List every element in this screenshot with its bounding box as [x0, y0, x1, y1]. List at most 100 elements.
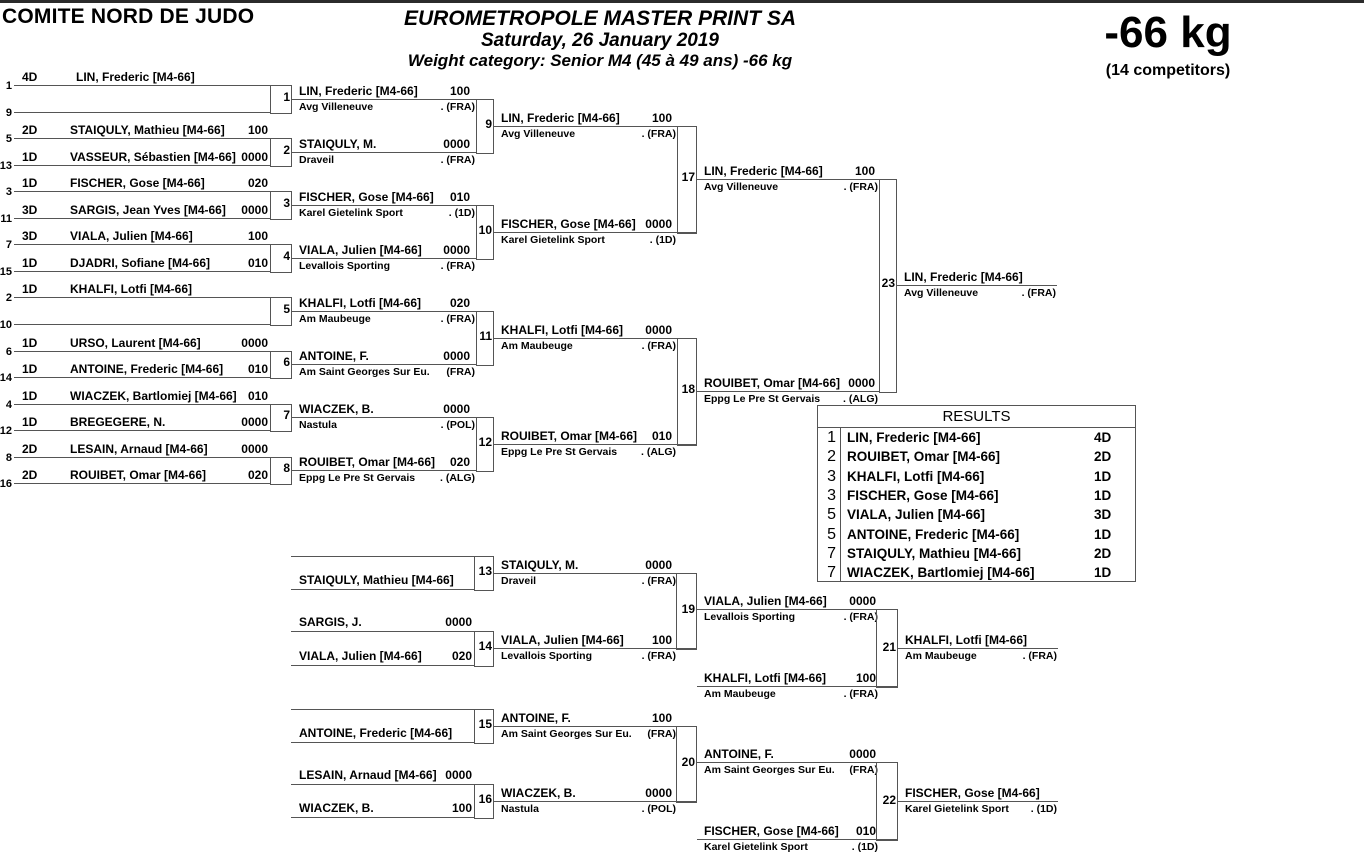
winner-score: 0000 — [645, 558, 672, 572]
winner-score: 100 — [449, 84, 470, 98]
match-number: 3 — [283, 196, 290, 210]
match-number: 10 — [478, 223, 492, 237]
winner-nation: . (ALG) — [641, 446, 676, 458]
winner-club: Am Maubeuge — [299, 313, 371, 325]
winner-name: VIALA, Julien [M4-66] — [704, 594, 827, 608]
winner-line — [494, 726, 696, 727]
winner-club: Avg Villeneuve — [501, 128, 576, 140]
entry-grade: 3D — [22, 229, 38, 243]
seed-number: 12 — [0, 425, 12, 437]
match-number: 14 — [478, 639, 492, 653]
entry-grade: 1D — [22, 150, 38, 164]
winner-club: Eppg Le Pre St Gervais — [704, 393, 821, 405]
result-name: ROUIBET, Omar [M4-66] — [847, 449, 1001, 465]
entry-score: 0000 — [241, 415, 268, 429]
winner-club: Nastula — [299, 419, 337, 431]
winner-name: KHALFI, Lotfi [M4-66] — [704, 671, 826, 685]
result-place: 7 — [827, 544, 836, 562]
seed-number: 13 — [0, 160, 12, 172]
match-number: 4 — [283, 249, 290, 263]
winner-club: Karel Gietelink Sport — [704, 841, 808, 853]
winner-nation: . (FRA) — [440, 154, 475, 166]
winner-score: 0000 — [849, 594, 876, 608]
seed-number: 15 — [0, 266, 12, 278]
result-name: STAIQULY, Mathieu [M4-66] — [847, 545, 1022, 561]
entry-grade: 1D — [22, 282, 38, 296]
result-name: VIALA, Julien [M4-66] — [847, 507, 986, 523]
winner-score: 100 — [651, 711, 672, 725]
winner-club: Avg Villeneuve — [704, 181, 779, 193]
match-box — [270, 351, 292, 379]
weight-label: -66 kg — [1104, 8, 1232, 57]
result-grade: 1D — [1094, 526, 1112, 542]
match-number: 5 — [283, 302, 290, 316]
entry-grade: 2D — [22, 468, 38, 482]
weight-category: Weight category: Senior M4 (45 à 49 ans)… — [407, 51, 793, 70]
result-place: 3 — [827, 486, 836, 504]
entry-name: FISCHER, Gose [M4-66] — [70, 176, 205, 190]
entry-line — [14, 165, 270, 166]
winner-name: KHALFI, Lotfi [M4-66] — [501, 323, 623, 337]
winner-nation: . (FRA) — [843, 688, 878, 700]
match-box — [476, 205, 494, 260]
result-place: 5 — [827, 506, 836, 524]
match-box — [270, 297, 292, 326]
winner-score: 0000 — [645, 323, 672, 337]
winner-name: VIALA, Julien [M4-66] — [299, 243, 422, 257]
entry-line — [14, 404, 270, 405]
winner-name: KHALFI, Lotfi [M4-66] — [905, 633, 1027, 647]
entry-name: DJADRI, Sofiane [M4-66] — [70, 256, 211, 270]
results-divider — [840, 428, 841, 581]
winner-nation: . (ALG) — [440, 472, 475, 484]
match-box — [677, 338, 697, 446]
winner-name: ROUIBET, Omar [M4-66] — [299, 455, 436, 469]
results-title: RESULTS — [818, 406, 1135, 428]
entry-name: KHALFI, Lotfi [M4-66] — [70, 282, 192, 296]
entry-name: STAIQULY, Mathieu [M4-66] — [70, 123, 225, 137]
winner-score: 0000 — [443, 349, 470, 363]
winner-nation: . (FRA) — [1021, 287, 1056, 299]
winner-name: LIN, Frederic [M4-66] — [704, 164, 823, 178]
winner-name: WIACZEK, B. — [299, 402, 374, 416]
winner-nation: . (1D) — [851, 841, 878, 853]
match-number: 22 — [882, 793, 896, 807]
winner-club: Levallois Sporting — [299, 260, 391, 272]
winner-name: FISCHER, Gose [M4-66] — [299, 190, 434, 204]
winner-club: Karel Gietelink Sport — [501, 234, 605, 246]
match-box — [270, 244, 292, 273]
winner-line — [897, 285, 1057, 286]
winner-nation: . (POL) — [641, 803, 676, 815]
result-name: LIN, Frederic [M4-66] — [847, 430, 981, 445]
winner-line — [292, 99, 477, 100]
winner-line — [697, 391, 880, 392]
winner-score: 020 — [449, 296, 470, 310]
winner-line — [494, 338, 696, 339]
entry-score: 100 — [247, 123, 268, 137]
result-place: 1 — [827, 429, 836, 446]
entry-line — [14, 351, 270, 352]
match-number: 16 — [478, 792, 492, 806]
winner-score: 100 — [854, 164, 875, 178]
match-box — [474, 784, 494, 819]
seed-number: 16 — [0, 478, 12, 490]
entry-score: 020 — [247, 468, 268, 482]
match-box — [476, 417, 494, 472]
winner-score: 0000 — [848, 376, 875, 390]
winner-name: ANTOINE, F. — [704, 747, 774, 761]
winner-name: STAIQULY, M. — [299, 137, 377, 151]
entry-line — [14, 430, 270, 431]
winner-club: Karel Gietelink Sport — [299, 207, 403, 219]
repechage-entry-name: WIACZEK, B. — [299, 801, 374, 815]
result-grade: 3D — [1094, 507, 1112, 523]
winner-club: Eppg Le Pre St Gervais — [501, 446, 618, 458]
entry-score: 0000 — [241, 203, 268, 217]
entry-score: 010 — [247, 256, 268, 270]
winner-name: STAIQULY, M. — [501, 558, 579, 572]
winner-score: 0000 — [645, 217, 672, 231]
winner-line — [292, 364, 477, 365]
winner-club: Avg Villeneuve — [299, 101, 374, 113]
seed-number: 14 — [0, 372, 12, 384]
match-box — [676, 726, 697, 803]
